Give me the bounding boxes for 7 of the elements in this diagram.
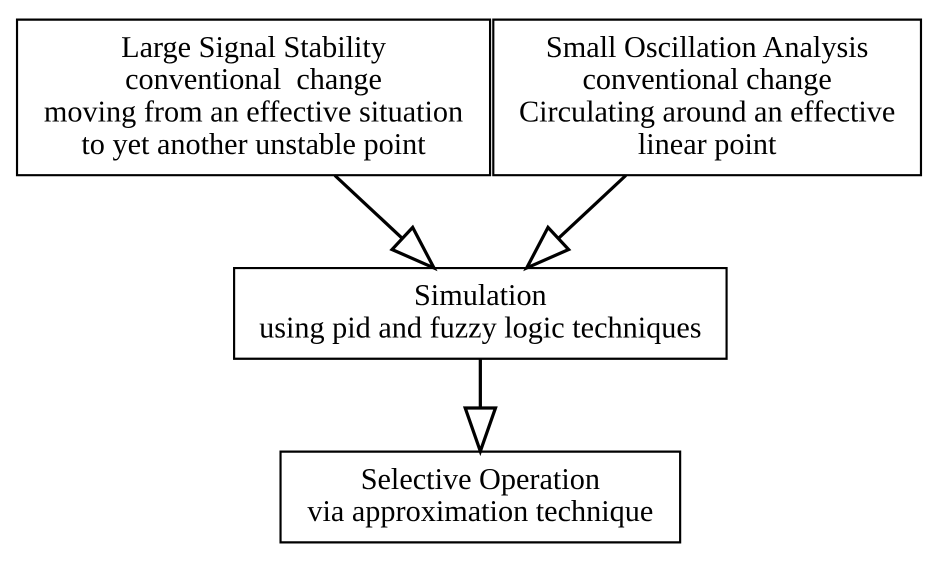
node-box: Selective Operation via approximation technique — [279, 450, 682, 544]
node-box: Small Oscillation Analysis conventional change Circulating around an effective linear point — [492, 18, 922, 176]
node-box: Simulation using pid and fuzzy logic techniques — [233, 266, 728, 360]
arrow — [523, 174, 627, 272]
node-box: Large Signal Stability conventional change moving from an effective situation to yet another unstable point — [16, 18, 492, 176]
arrow — [334, 174, 438, 272]
arrow — [462, 358, 498, 456]
